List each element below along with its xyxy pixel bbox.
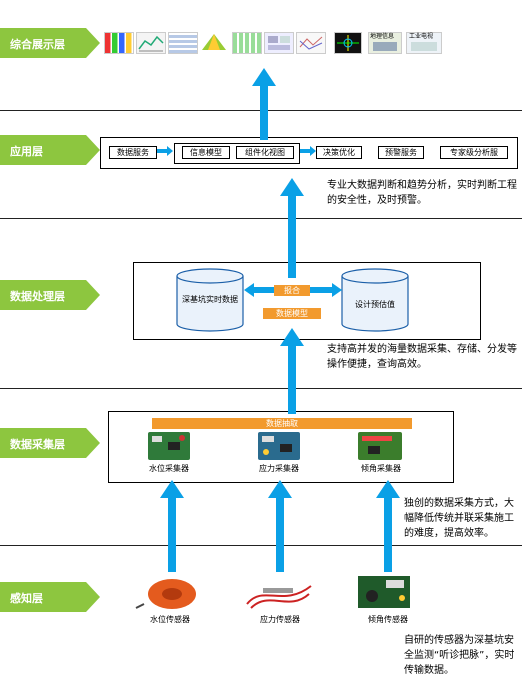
pyramid-thumbnail [200,32,228,52]
design-estimate-label: 设计预估值 [355,300,395,309]
layer-tag-display: 综合展示层 [0,28,100,58]
note-perception: 自研的传感器为深基坑安全监测“听诊把脉”，实时传输数据。 [404,635,515,676]
separator-4 [0,545,522,546]
arrow-up-processing-to-app-icon [280,178,304,278]
data-extract-banner: 数据抽取 [152,418,412,429]
layer-label-collection: 数据采集层 [10,438,65,451]
stress-collector-board-icon [258,432,300,460]
note-application: 专业大数据判断和趋势分析，实时判断工程的安全性，及时预警。 [327,180,517,206]
map-thumbnail [296,32,326,54]
table-thumbnail [168,32,198,54]
layer-label-application: 应用层 [10,145,43,158]
realtime-data-label: 深基坑实时数据 [182,295,238,304]
layer-label-display: 综合展示层 [10,38,65,51]
arrow-up-app-to-display-icon [252,68,276,140]
layer-label-perception: 感知层 [10,592,43,605]
tilt-collector-label: 倾角采集器 [361,464,401,473]
app-item-expert-analysis[interactable]: 专家级分析服 [440,146,508,159]
app-item-info-model[interactable]: 信息模型 [182,146,230,159]
data-model-label: 数据模型 [263,308,321,319]
tilt-sensor-image [356,574,414,610]
geo-info-thumbnail: 地理信息 [368,32,402,54]
industrial-tv-label: 工业电视 [409,33,434,40]
app-item-data-service[interactable]: 数据服务 [109,146,157,159]
monitor-thumbnail [334,32,362,54]
industrial-tv-thumbnail: 工业电视 [406,32,442,54]
app-item-warning-service[interactable]: 预警服务 [378,146,424,159]
geo-info-label: 地理信息 [370,33,395,40]
layer-label-processing: 数据处理层 [10,290,65,303]
stress-sensor-label: 应力传感器 [260,615,300,624]
tilt-sensor-label: 倾角传感器 [368,615,408,624]
layer-tag-processing: 数据处理层 [0,280,100,310]
design-estimate-cylinder-icon [341,268,409,332]
app-item-decision-opt[interactable]: 决策优化 [316,146,362,159]
layer-tag-application: 应用层 [0,135,100,165]
water-sensor-label: 水位传感器 [150,615,190,624]
arrow-up-tilt-sensor-icon [376,480,400,572]
model-view-group [174,143,300,164]
note-processing: 支持高并发的海量数据采集、存储、分发等操作便捷，查询高效。 [327,344,517,370]
separator-2 [0,218,522,219]
app-arrow-2-icon [300,146,316,156]
layer-tag-perception: 感知层 [0,582,100,612]
separator-3 [0,388,522,389]
app-item-component-view[interactable]: 组件化视图 [236,146,294,159]
stress-sensor-image [243,574,315,612]
arrow-up-stress-sensor-icon [268,480,292,572]
tilt-collector-board-icon [358,432,402,460]
note-collection: 独创的数据采集方式，大幅降低传统并联采集施工的难度，提高效率。 [404,498,514,539]
bar-thumbnail [232,32,262,54]
combine-label: 报合 [274,285,310,296]
app-arrow-1-icon [157,146,173,156]
dashboard-thumbnail [264,32,294,54]
arrow-up-water-sensor-icon [160,480,184,572]
layer-tag-collection: 数据采集层 [0,428,100,458]
water-sensor-image [132,574,204,610]
water-collector-board-icon [148,432,190,460]
realtime-data-cylinder-icon [176,268,244,332]
arrow-up-collection-to-processing-icon [280,328,304,414]
chart-thumbnail-1 [104,32,134,54]
chart-thumbnail-2 [136,32,166,54]
stress-collector-label: 应力采集器 [259,464,299,473]
water-collector-label: 水位采集器 [149,464,189,473]
